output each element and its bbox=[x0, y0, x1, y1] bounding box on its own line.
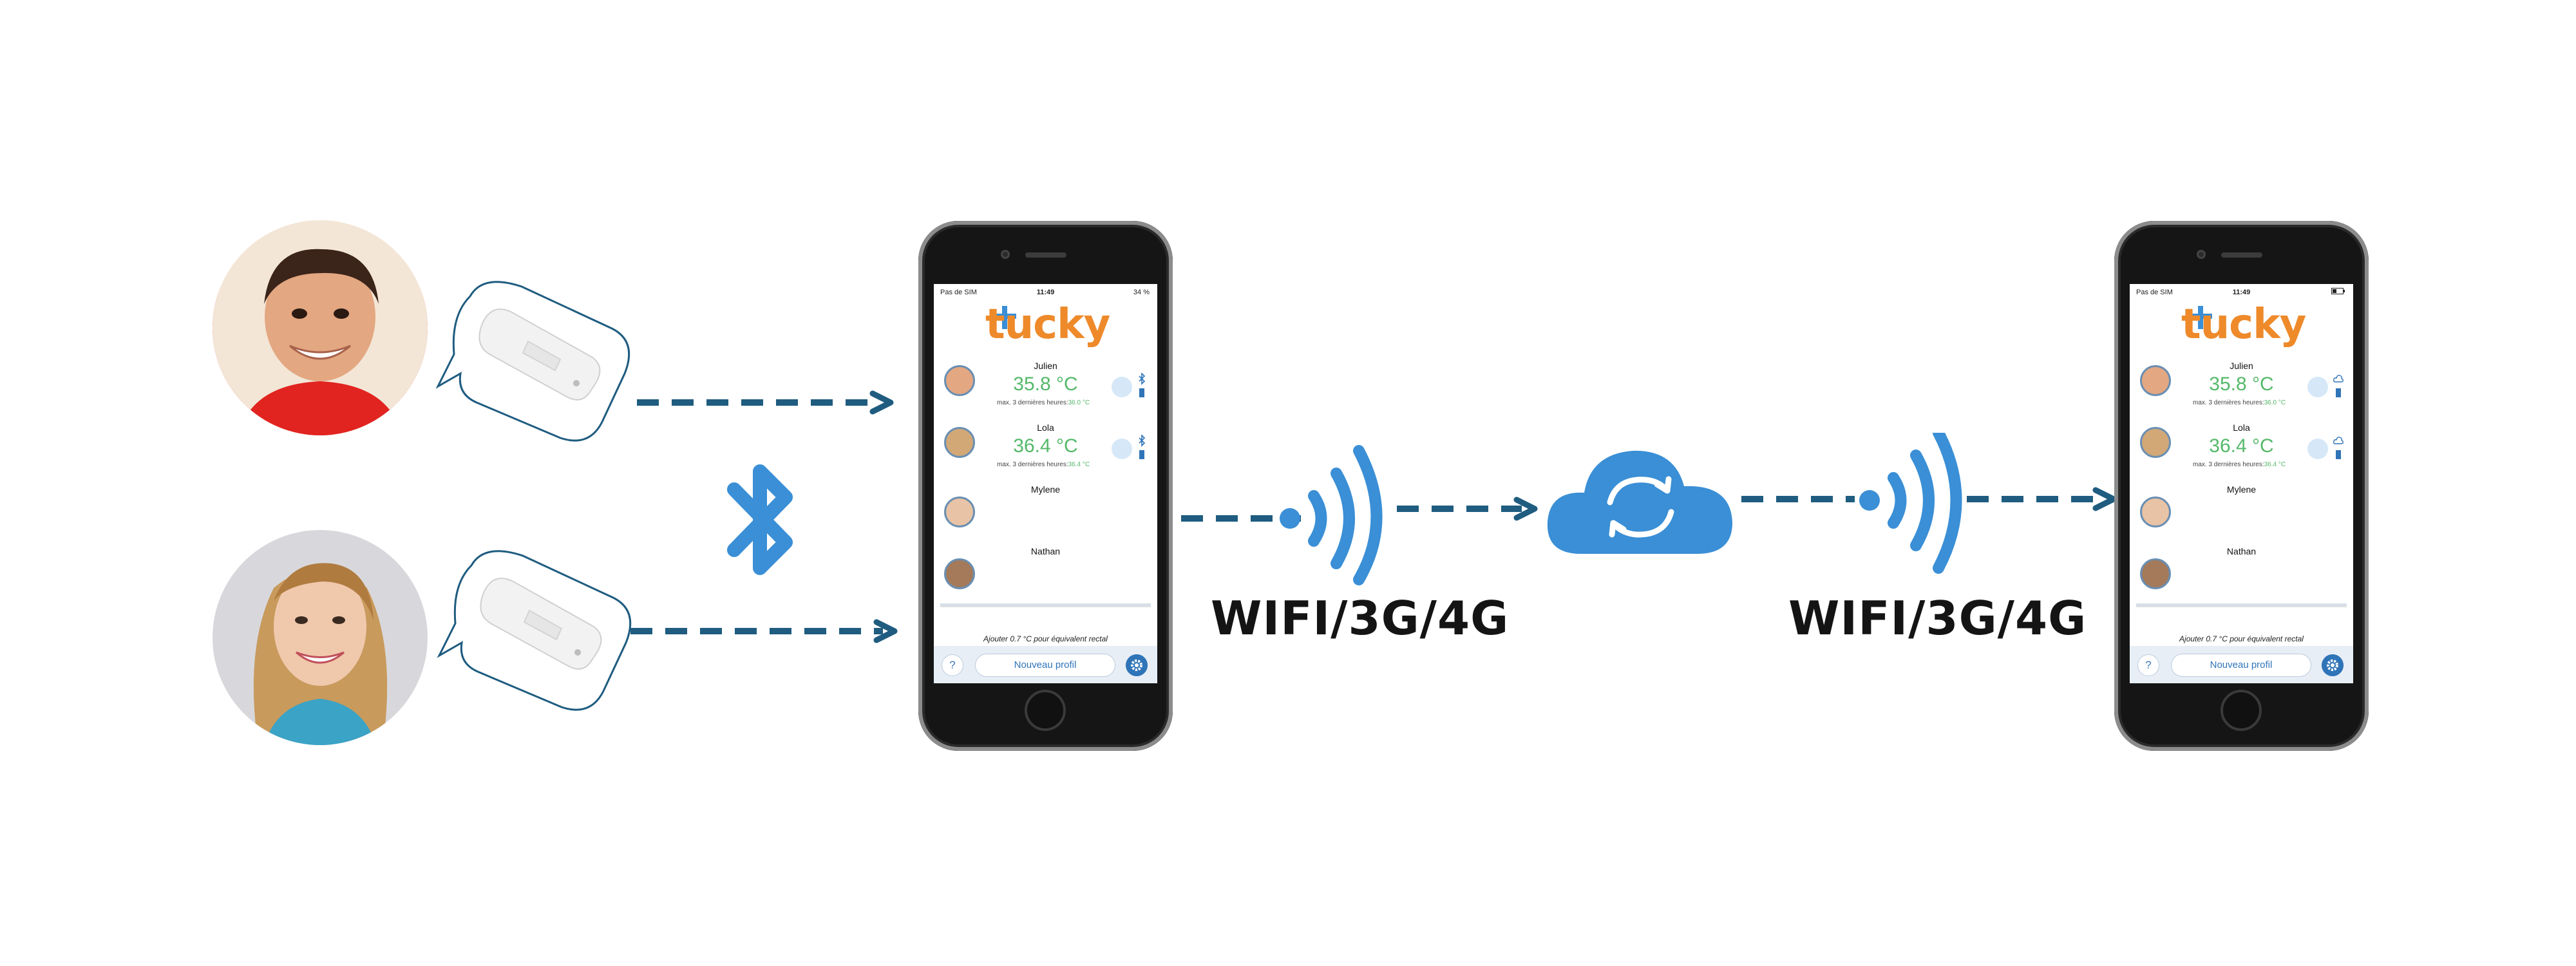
profile-avatar bbox=[2140, 497, 2171, 527]
profile-temperature: 36.4 °C bbox=[1013, 435, 1078, 457]
profile-card[interactable]: Nathan bbox=[2136, 542, 2347, 607]
profile-name: Mylene bbox=[2226, 484, 2257, 495]
profile-max: max. 3 dernières heures:36.4 °C bbox=[997, 461, 1090, 468]
profile-avatar bbox=[944, 558, 975, 589]
logo-cross-icon bbox=[993, 306, 1016, 329]
app-logo: tucky bbox=[2181, 301, 2306, 348]
connection-label: WIFI/3G/4G bbox=[1788, 591, 2087, 645]
profile-avatar bbox=[2140, 365, 2171, 396]
child-avatar bbox=[213, 220, 428, 435]
body-position-icon[interactable] bbox=[1112, 439, 1132, 459]
profile-max: max. 3 dernières heures:36.4 °C bbox=[2193, 461, 2286, 468]
status-time: 11:49 bbox=[1036, 289, 1055, 296]
thermometer-patch-icon bbox=[478, 308, 601, 401]
phone-right: Pas de SIM 11:49 tucky Julien 35.8 °C ma… bbox=[2114, 221, 2369, 751]
profile-name: Mylene bbox=[1030, 484, 1061, 495]
profile-temperature: 35.8 °C bbox=[1013, 374, 1078, 395]
profile-name: Julien bbox=[2230, 361, 2253, 371]
app-screen: Pas de SIM 11:49 34 % tucky Julien 35.8 … bbox=[934, 284, 1157, 683]
bluetooth-battery-icon bbox=[1139, 435, 1146, 459]
profile-card[interactable]: Mylene bbox=[940, 480, 1151, 545]
logo-cross-icon bbox=[2189, 306, 2212, 329]
app-screen: Pas de SIM 11:49 tucky Julien 35.8 °C ma… bbox=[2130, 284, 2353, 683]
profile-card[interactable]: Julien 35.8 °C max. 3 dernières heures:3… bbox=[940, 356, 1151, 421]
sensor-bubble-bottom bbox=[437, 550, 632, 711]
profile-avatar bbox=[944, 497, 975, 527]
gear-icon[interactable] bbox=[1126, 654, 1148, 676]
child-face-illustration bbox=[213, 220, 428, 435]
phone-left: Pas de SIM 11:49 34 % tucky Julien 35.8 … bbox=[918, 221, 1173, 751]
new-profile-button[interactable]: Nouveau profil bbox=[2171, 654, 2311, 677]
cloud-battery-icon bbox=[2333, 375, 2344, 397]
profile-temperature: 36.4 °C bbox=[2209, 435, 2274, 457]
help-button[interactable]: ? bbox=[942, 654, 963, 676]
speaker-grill bbox=[2221, 252, 2262, 258]
status-bar: Pas de SIM 11:49 34 % bbox=[934, 284, 1157, 298]
arrow-cloud-to-wifi bbox=[1741, 496, 1855, 502]
app-footer: ? Nouveau profil bbox=[934, 646, 1157, 683]
woman-face-illustration bbox=[213, 530, 428, 745]
profile-card[interactable]: Lola 36.4 °C max. 3 dernières heures:36.… bbox=[2136, 418, 2347, 483]
app-footer: ? Nouveau profil bbox=[2130, 646, 2353, 683]
help-button[interactable]: ? bbox=[2137, 654, 2159, 676]
bluetooth-battery-icon bbox=[1139, 373, 1146, 397]
battery-icon bbox=[2331, 288, 2345, 294]
profile-avatar bbox=[2140, 558, 2171, 589]
gear-icon[interactable] bbox=[2322, 654, 2344, 676]
arrow-wifi-to-phone-right bbox=[1967, 487, 2117, 511]
wifi-signal-icon bbox=[1280, 445, 1383, 585]
cloud-battery-icon bbox=[2333, 437, 2344, 459]
profile-name: Nathan bbox=[1030, 546, 1061, 556]
profile-name: Lola bbox=[2233, 422, 2250, 433]
body-position-icon[interactable] bbox=[2307, 439, 2328, 459]
home-button bbox=[2221, 690, 2262, 731]
body-position-icon[interactable] bbox=[2307, 377, 2328, 397]
app-logo: tucky bbox=[985, 301, 1110, 348]
bluetooth-icon bbox=[727, 464, 793, 575]
carrier-label: Pas de SIM bbox=[2136, 289, 2173, 296]
speaker-grill bbox=[1025, 252, 1066, 258]
arrow-phone-to-wifi bbox=[1181, 515, 1301, 522]
profile-avatar bbox=[944, 427, 975, 458]
arrow-patch-to-phone-top bbox=[637, 390, 894, 415]
profile-name: Julien bbox=[1034, 361, 1057, 371]
profile-max: max. 3 dernières heures:36.0 °C bbox=[2193, 399, 2286, 406]
camera-dot bbox=[2197, 250, 2206, 259]
new-profile-button[interactable]: Nouveau profil bbox=[975, 654, 1115, 677]
thermometer-patch-icon bbox=[480, 578, 602, 670]
arrow-patch-to-phone-bottom bbox=[630, 619, 898, 643]
wifi-signal-icon bbox=[1859, 433, 1962, 574]
battery-label: 34 % bbox=[1133, 289, 1150, 296]
status-bar: Pas de SIM 11:49 bbox=[2130, 284, 2353, 298]
sensor-bubble-top bbox=[435, 281, 630, 442]
profile-card[interactable]: Julien 35.8 °C max. 3 dernières heures:3… bbox=[2136, 356, 2347, 421]
rectal-note: Ajouter 0.7 °C pour équivalent rectal bbox=[983, 634, 1108, 643]
home-button bbox=[1025, 690, 1066, 731]
carrier-label: Pas de SIM bbox=[940, 289, 977, 296]
profile-max: max. 3 dernières heures:36.0 °C bbox=[997, 399, 1090, 406]
status-time: 11:49 bbox=[2232, 289, 2251, 296]
profile-avatar bbox=[944, 365, 975, 396]
connection-label: WIFI/3G/4G bbox=[1211, 591, 1510, 645]
body-position-icon[interactable] bbox=[1112, 377, 1132, 397]
profile-name: Lola bbox=[1037, 422, 1054, 433]
profile-card[interactable]: Mylene bbox=[2136, 480, 2347, 545]
camera-dot bbox=[1001, 250, 1010, 259]
woman-avatar bbox=[213, 530, 428, 745]
profile-card[interactable]: Lola 36.4 °C max. 3 dernières heures:36.… bbox=[940, 418, 1151, 483]
profile-avatar bbox=[2140, 427, 2171, 458]
profile-temperature: 35.8 °C bbox=[2209, 374, 2274, 395]
profile-name: Nathan bbox=[2226, 546, 2257, 556]
rectal-note: Ajouter 0.7 °C pour équivalent rectal bbox=[2179, 634, 2304, 643]
profile-card[interactable]: Nathan bbox=[940, 542, 1151, 607]
cloud-sync-icon bbox=[1547, 450, 1733, 554]
arrow-wifi-to-cloud bbox=[1397, 497, 1538, 521]
